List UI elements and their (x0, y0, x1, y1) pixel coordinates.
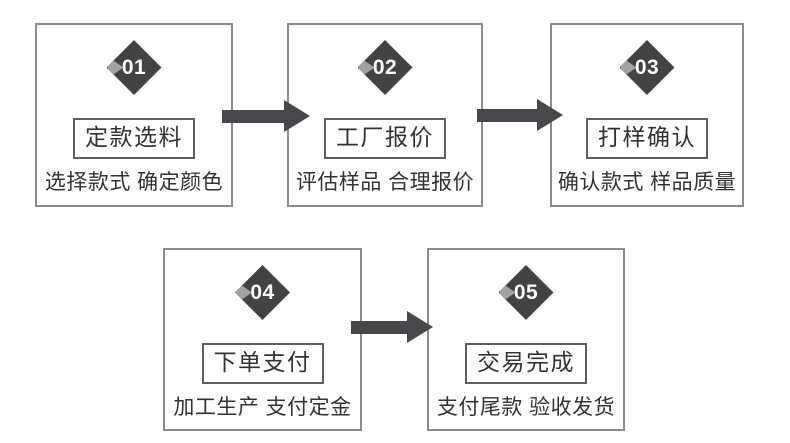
step-number: 02 (372, 55, 398, 79)
step-subtitle: 加工生产 支付定金 (173, 395, 352, 419)
step-number: 04 (250, 280, 275, 304)
step-number: 05 (513, 280, 539, 304)
step-subtitle: 选择款式 确定颜色 (44, 170, 224, 194)
arrow-head (284, 100, 310, 132)
step-box-2: 02 工厂报价 评估样品 合理报价 (287, 23, 483, 207)
step-title-frame: 打样确认 (586, 118, 708, 159)
arrow-shaft (351, 320, 407, 334)
arrow-step2-to-step3-icon (477, 99, 563, 131)
step-number-badge: 03 (619, 40, 675, 95)
step-subtitle: 确认款式 样品质量 (557, 170, 737, 194)
step-title-frame: 定款选料 (73, 118, 195, 159)
arrow-step4-to-step5-icon (351, 311, 433, 343)
step-title: 交易完成 (477, 349, 575, 375)
step-title: 打样确认 (598, 124, 696, 150)
step-title: 工厂报价 (336, 124, 434, 150)
step-title: 下单支付 (213, 349, 312, 375)
step-title-frame: 工厂报价 (324, 118, 446, 159)
step-box-1: 01 定款选料 选择款式 确定颜色 (35, 23, 233, 207)
arrow-shaft (477, 108, 537, 122)
step-number-badge: 04 (235, 265, 290, 320)
arrow-step1-to-step2-icon (222, 100, 310, 132)
step-number: 01 (121, 55, 147, 79)
step-title: 定款选料 (85, 124, 183, 150)
step-number-badge: 02 (357, 40, 413, 95)
step-number: 03 (634, 55, 660, 79)
step-box-4: 04 下单支付 加工生产 支付定金 (163, 248, 362, 431)
arrow-head (407, 311, 433, 343)
arrow-shaft (222, 109, 284, 123)
step-title-frame: 交易完成 (465, 343, 587, 384)
step-number-badge: 01 (106, 40, 162, 95)
step-title-frame: 下单支付 (201, 343, 324, 384)
step-subtitle: 支付尾款 验收发货 (436, 395, 616, 419)
step-subtitle: 评估样品 合理报价 (295, 170, 475, 194)
step-box-3: 03 打样确认 确认款式 样品质量 (550, 23, 744, 207)
arrow-head (537, 99, 563, 131)
step-box-5: 05 交易完成 支付尾款 验收发货 (427, 248, 625, 431)
step-number-badge: 05 (498, 265, 554, 320)
